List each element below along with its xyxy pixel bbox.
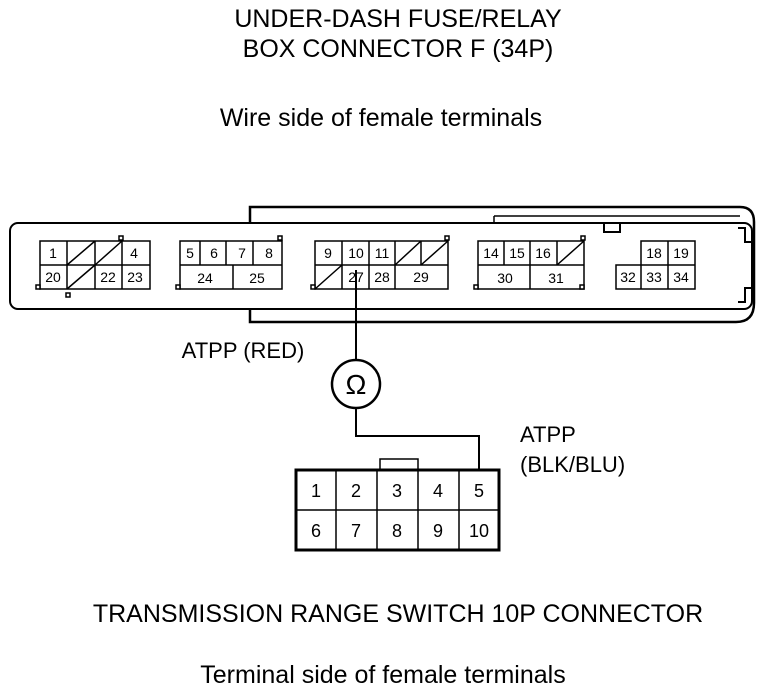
terminal-group-1 [35, 235, 151, 298]
switch-terminal-7: 7 [351, 521, 361, 541]
terminal-14: 14 [483, 245, 499, 261]
terminal-32: 32 [620, 269, 636, 285]
terminal-5: 5 [186, 245, 194, 261]
switch-connector-title: TRANSMISSION RANGE SWITCH 10P CONNECTOR [93, 600, 703, 628]
terminal-30: 30 [497, 270, 513, 286]
terminal-20: 20 [45, 269, 61, 285]
fuse-box-connector [9, 205, 756, 324]
switch-caption: Terminal side of female terminals [200, 661, 565, 689]
terminal-group-3 [310, 235, 450, 290]
switch-terminal-1: 1 [311, 481, 321, 501]
terminal-16: 16 [535, 245, 551, 261]
terminal-group-4 [473, 235, 586, 290]
terminal-23: 23 [127, 269, 143, 285]
terminal-9: 9 [324, 245, 332, 261]
wire-label-atpp-line2: (BLK/BLU) [520, 452, 625, 477]
fuse-box-caption: Wire side of female terminals [220, 104, 542, 132]
switch-terminal-6: 6 [311, 521, 321, 541]
terminal-34: 34 [673, 269, 689, 285]
ohmmeter-symbol: Ω [330, 358, 382, 410]
terminal-15: 15 [509, 245, 525, 261]
wire-label-atpp-red: ATPP (RED) [182, 338, 305, 363]
terminal-28: 28 [374, 269, 390, 285]
fuse-box-title-line1: UNDER-DASH FUSE/RELAY [234, 5, 562, 33]
terminal-8: 8 [265, 245, 273, 261]
terminal-18: 18 [646, 245, 662, 261]
terminal-11: 11 [375, 245, 390, 261]
switch-terminal-2: 2 [351, 481, 361, 501]
switch-connector [294, 458, 501, 552]
terminal-10: 10 [348, 245, 364, 261]
terminal-29: 29 [413, 269, 429, 285]
terminal-33: 33 [646, 269, 662, 285]
switch-terminal-3: 3 [392, 481, 402, 501]
terminal-25: 25 [249, 270, 265, 286]
terminal-22: 22 [100, 269, 116, 285]
test-wire [355, 270, 480, 470]
switch-terminal-10: 10 [469, 521, 489, 541]
switch-terminal-4: 4 [433, 481, 443, 501]
terminal-7: 7 [238, 245, 246, 261]
terminal-group-5 [615, 240, 696, 290]
terminal-24: 24 [197, 270, 213, 286]
wire-label-atpp-line1: ATPP [520, 422, 576, 447]
terminal-19: 19 [673, 245, 689, 261]
switch-terminal-5: 5 [474, 481, 484, 501]
switch-terminal-8: 8 [392, 521, 402, 541]
terminal-4: 4 [130, 245, 138, 261]
terminal-6: 6 [210, 245, 218, 261]
switch-terminal-9: 9 [433, 521, 443, 541]
terminal-31: 31 [548, 270, 564, 286]
ohm-label: Ω [346, 369, 367, 400]
fuse-box-title-line2: BOX CONNECTOR F (34P) [243, 35, 554, 63]
terminal-group-2 [175, 235, 283, 290]
terminal-1: 1 [49, 245, 57, 261]
